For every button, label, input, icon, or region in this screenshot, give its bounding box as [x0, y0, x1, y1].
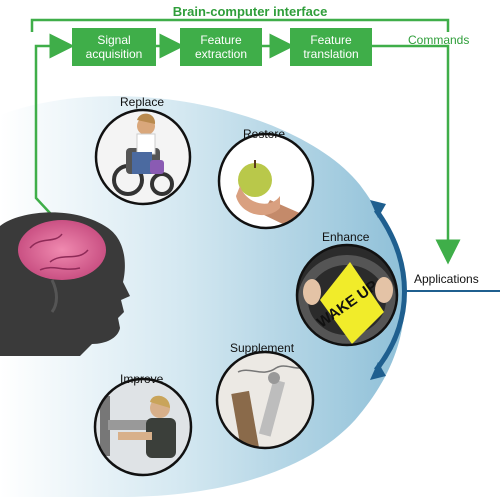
replace-image: [94, 108, 192, 206]
arc-arrow-top: [370, 200, 386, 218]
diagram-title: Brain-computer interface: [172, 4, 328, 19]
label-improve: Improve: [120, 372, 164, 386]
label-enhance: Enhance: [322, 230, 370, 244]
supplement-image: [215, 350, 315, 450]
label-restore: Restore: [243, 127, 286, 141]
improve-image: [93, 377, 193, 477]
enhance-image: WAKE UP: [295, 243, 399, 347]
commands-label: Commands: [408, 33, 470, 47]
interface-bracket: [30, 18, 450, 32]
signal-path: [34, 33, 75, 227]
head-illustration: [0, 212, 130, 356]
applications-label: Applications: [414, 272, 479, 286]
step-feature-translation: Feature translation: [290, 28, 372, 66]
step-feature-extraction: Feature extraction: [180, 28, 262, 66]
restore-image: [217, 132, 315, 230]
label-replace: Replace: [120, 95, 165, 109]
commands-arrow: [372, 44, 461, 265]
arc-arrow-bottom: [370, 362, 386, 380]
brain-icon: [18, 220, 106, 280]
label-supplement: Supplement: [230, 341, 295, 355]
step-signal-acquisition: Signal acquisition: [72, 28, 156, 66]
